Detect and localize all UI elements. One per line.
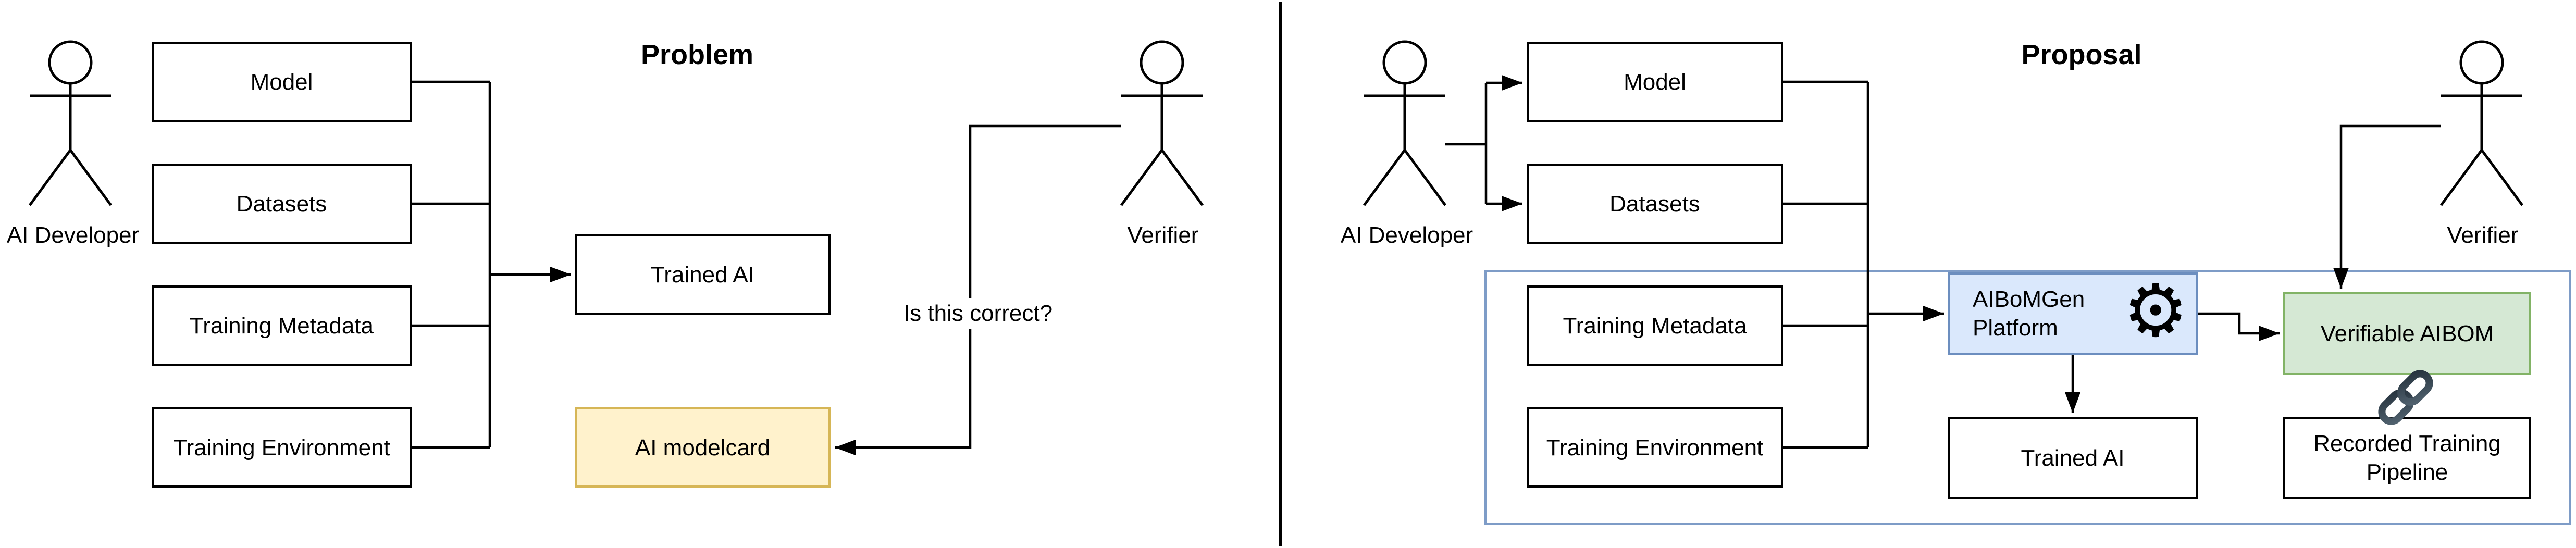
proposal-title: Proposal [2021, 39, 2142, 70]
arrow-verifier-to-aibom [2333, 124, 2441, 289]
verifier-figure-problem [1121, 42, 1203, 205]
datasets-box-problem: Datasets [152, 164, 412, 244]
arrow-verifier-to-modelcard [835, 124, 1121, 455]
arrow-platform-to-aibom [2198, 312, 2280, 341]
ai-developer-figure-problem [30, 42, 111, 205]
ai-developer-label-problem: AI Developer [6, 222, 140, 248]
gear-icon: ⚙ [2123, 268, 2188, 354]
datasets-box-proposal: Datasets [1527, 164, 1783, 244]
model-box-proposal: Model [1527, 42, 1783, 122]
aibomgen-platform-box: AIBoMGen Platform ⚙ [1948, 272, 2198, 355]
model-box-problem: Model [152, 42, 412, 122]
training-environment-box-proposal: Training Environment [1527, 407, 1783, 488]
training-metadata-box-proposal: Training Metadata [1527, 285, 1783, 366]
verifier-label-problem: Verifier [1127, 222, 1199, 248]
aibomgen-platform-label: AIBoMGen Platform [1973, 287, 2085, 341]
verifier-figure-proposal [2441, 42, 2522, 205]
is-this-correct-label: Is this correct? [874, 298, 1082, 329]
recorded-training-pipeline-box: Recorded Training Pipeline [2283, 417, 2531, 499]
problem-title: Problem [640, 39, 754, 70]
ai-developer-label-proposal: AI Developer [1340, 222, 1473, 248]
verifier-label-proposal: Verifier [2447, 222, 2519, 248]
trained-ai-box-proposal: Trained AI [1948, 417, 2198, 499]
trained-ai-box-problem: Trained AI [575, 234, 831, 315]
ai-developer-figure-proposal [1364, 42, 1445, 205]
ai-modelcard-box: AI modelcard [575, 407, 831, 488]
training-environment-box-problem: Training Environment [152, 407, 412, 488]
training-metadata-box-problem: Training Metadata [152, 285, 412, 366]
verifiable-aibom-box: Verifiable AIBOM [2283, 292, 2531, 375]
